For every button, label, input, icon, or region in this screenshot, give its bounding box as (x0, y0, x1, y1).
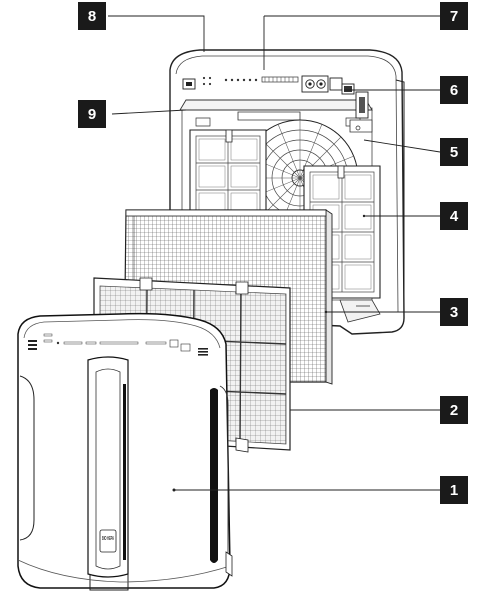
control-panel-strip (182, 76, 299, 90)
leader-line-7 (263, 15, 440, 70)
callout-badge-1: 1 (440, 476, 468, 504)
leader-dot-3 (324, 310, 328, 314)
svg-text:8: 8 (88, 8, 96, 25)
callout-badge-9: 9 (78, 100, 106, 128)
svg-text:1: 1 (450, 482, 458, 499)
leader-line-9 (111, 109, 187, 115)
callout-badge-8: 8 (78, 2, 106, 30)
callout-badge-5: 5 (440, 138, 468, 166)
svg-text:3: 3 (450, 304, 458, 321)
svg-text:2: 2 (450, 402, 458, 419)
coarse-filter-left (189, 129, 267, 223)
svg-text:4: 4 (450, 208, 459, 225)
leader-line-5 (363, 139, 441, 153)
callout-badge-7: 7 (440, 2, 468, 30)
leader-lines (108, 15, 441, 491)
svg-text:7: 7 (450, 8, 458, 25)
connector-block (301, 75, 355, 95)
front-cover: BIO HEPA (17, 312, 233, 591)
bio-hepa-logo: BIO HEPA (102, 536, 114, 542)
callout-badge-4: 4 (440, 202, 468, 230)
svg-text:9: 9 (88, 106, 96, 123)
callout-badge-3: 3 (440, 298, 468, 326)
leader-dot-1 (172, 488, 176, 492)
side-latch (349, 91, 373, 133)
svg-text:6: 6 (450, 82, 458, 99)
leader-line-8 (108, 15, 205, 52)
svg-text:5: 5 (450, 144, 458, 161)
callout-badge-2: 2 (440, 396, 468, 424)
callout-badge-6: 6 (440, 76, 468, 104)
leader-dot-4 (362, 214, 366, 218)
